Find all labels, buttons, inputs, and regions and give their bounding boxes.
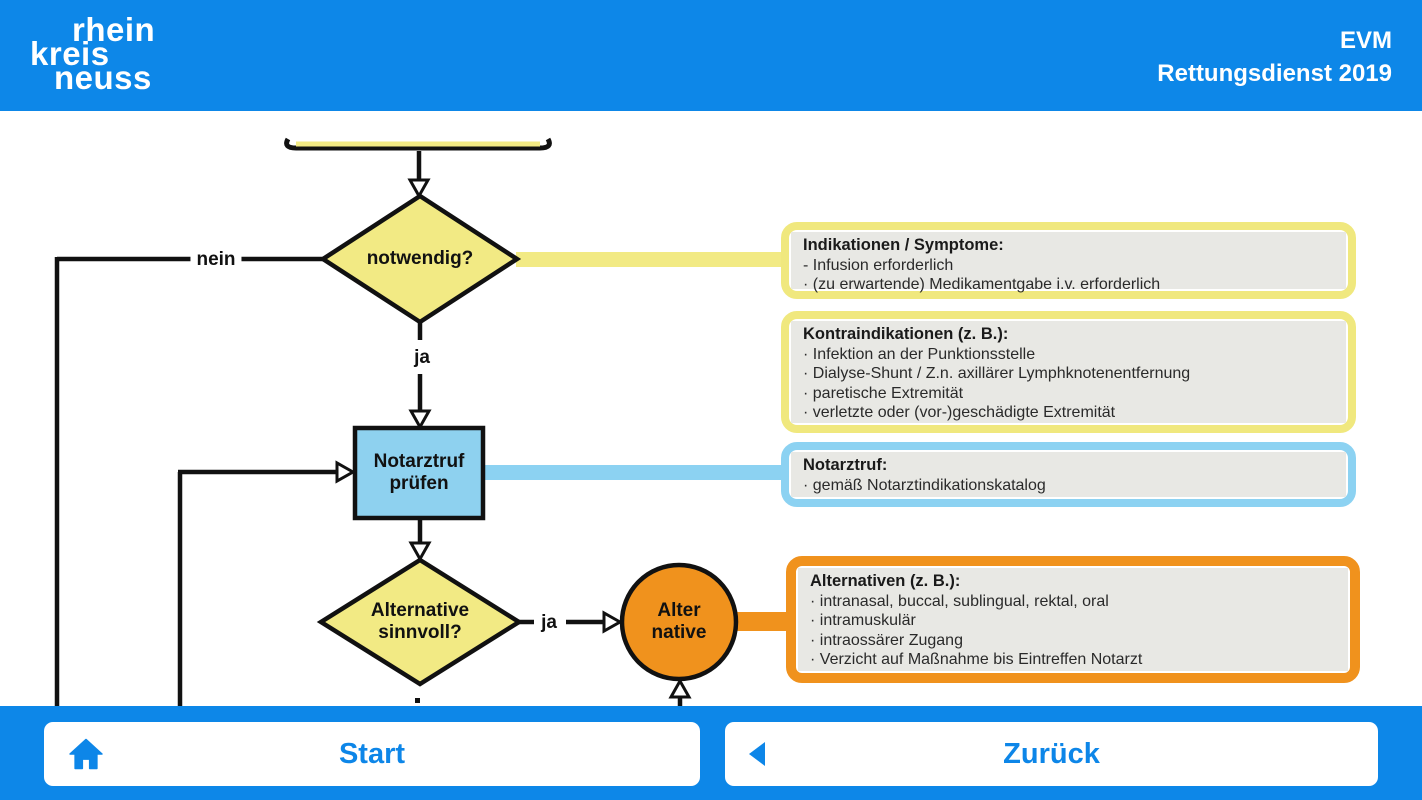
ja-label-2: ja [535,612,563,634]
info-box-notarztruf-body: Notarztruf: · gemäß Notarztindikationska… [791,452,1346,497]
info-box-item: · Dialyse-Shunt / Z.n. axillärer Lymphkn… [803,365,1191,382]
info-box-kontraindikationen-body: Kontraindikationen (z. B.): · Infektion … [791,321,1346,423]
footer-bar: Start Zurück [0,706,1422,800]
program-title-line1: EVM [1339,27,1392,54]
ja-label-1: ja [408,347,436,369]
info-box-indikationen-body: Indikationen / Symptome: - Infusion erfo… [791,232,1346,293]
connector-indikationen [516,252,787,267]
back-button-label: Zurück [1003,737,1100,770]
info-box-item: · verletzte oder (vor-)geschädigte Extre… [803,404,1116,421]
nein-label: nein [190,249,242,271]
rhein-kreis-neuss-logo: rhein kreis neuss [28,11,156,96]
info-box-item: · (zu erwartende) Medikamentgabe i.v. er… [803,276,1161,293]
info-box-alternativen-body: Alternativen (z. B.): · intranasal, bucc… [798,568,1348,671]
decision-alternative-shape [316,557,524,687]
truncated-top-node-border [284,137,552,151]
process-notarztruf-shape [352,425,486,521]
arrowhead-loop [335,460,357,484]
arrowhead-process [408,409,432,431]
connector-notarztruf [482,465,786,480]
info-box-title: Notarztruf: [803,456,888,474]
decision-alternative-label: Alternative sinnvoll? [370,600,470,643]
arrowhead-decision2 [408,541,432,563]
logo-line: rhein [72,11,156,48]
info-box-item: · intraossärer Zugang [810,631,963,649]
program-title: EVM Rettungsdienst 2019 [1157,24,1392,90]
info-box-item: · gemäß Notarztindikationskatalog [803,476,1046,494]
info-box-title: Indikationen / Symptome: [803,236,1004,254]
info-box-item: · intranasal, buccal, sublingual, rektal… [810,592,1109,610]
alternative-circle-shape [619,562,739,682]
info-box-item: · paretische Extremität [803,384,964,402]
arrowhead-circle-bottom [668,677,692,699]
logo-line: neuss [54,59,152,96]
app-header: rhein kreis neuss EVM Rettungsdienst 201… [0,0,1422,111]
info-box-indikationen: Indikationen / Symptome: - Infusion erfo… [781,222,1356,299]
info-box-item: · intramuskulär [810,612,916,629]
start-button[interactable]: Start [44,722,700,786]
info-box-item: · Verzicht auf Maßnahme bis Eintreffen N… [810,651,1143,668]
info-box-title: Kontraindikationen (z. B.): [803,325,1009,343]
info-box-item: · Infektion an der Punktionsstelle [803,345,1036,363]
decision-necessary-label: notwendig? [366,248,474,269]
info-box-kontraindikationen: Kontraindikationen (z. B.): · Infektion … [781,311,1356,433]
process-notarztruf-label: Notarztruf prüfen [373,451,465,494]
alternative-circle-label: Alter native [651,600,707,643]
program-title-line2: Rettungsdienst 2019 [1157,60,1392,87]
info-box-alternativen: Alternativen (z. B.): · intranasal, bucc… [786,556,1360,683]
back-icon [749,742,765,766]
arrowhead-decision1 [407,178,431,200]
logo-line: kreis [30,35,110,72]
connector-alternativen [735,612,797,631]
back-button[interactable]: Zurück [725,722,1378,786]
start-button-label: Start [338,737,406,770]
decision-necessary-shape [318,193,522,325]
edge-decision2-down-stub [415,698,420,703]
home-icon [69,738,103,770]
info-box-notarztruf: Notarztruf: · gemäß Notarztindikationska… [781,442,1356,507]
info-box-item: - Infusion erforderlich [803,256,954,274]
arrowhead-circle [602,610,624,634]
info-box-title: Alternativen (z. B.): [810,572,961,590]
